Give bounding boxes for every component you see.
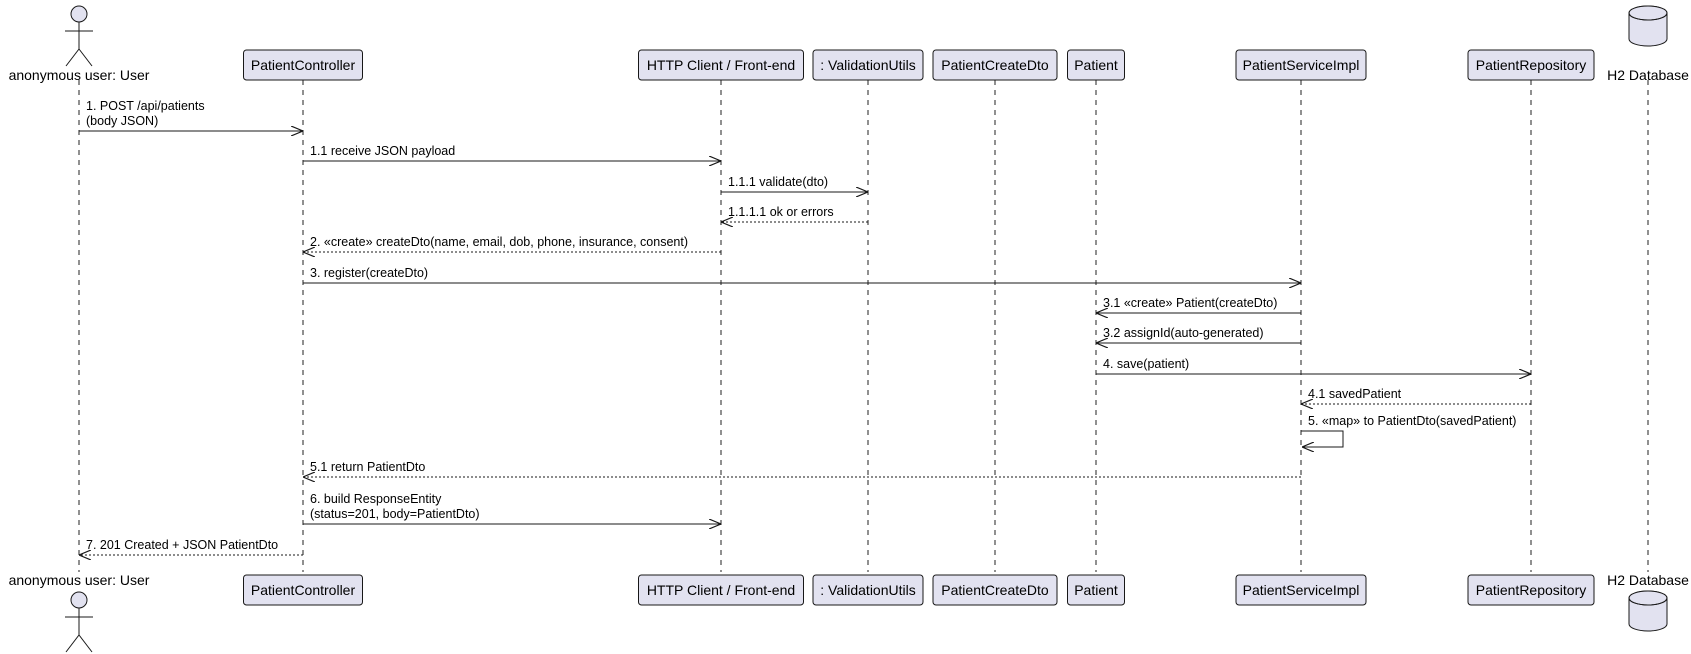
participant-box	[1067, 574, 1125, 606]
message-label: 1.1.1.1 ok or errors	[728, 205, 834, 219]
message-label: (status=201, body=PatientDto)	[310, 507, 480, 521]
participant-service-bottom: PatientServiceImpl	[1235, 574, 1367, 606]
database-icon	[1628, 590, 1668, 632]
message-6: 3. register(createDto)	[303, 266, 1300, 283]
message-label: 2. «create» createDto(name, email, dob, …	[310, 235, 688, 249]
message-label: 6. build ResponseEntity	[310, 492, 442, 506]
participant-label: PatientCreateDto	[941, 57, 1049, 73]
database-icon	[1628, 5, 1668, 47]
participant-label: : ValidationUtils	[820, 57, 915, 73]
message-9: 4. save(patient)	[1096, 357, 1530, 374]
participant-box	[812, 574, 924, 606]
participant-user-top: anonymous user: User	[9, 5, 150, 83]
message-label: (body JSON)	[86, 114, 158, 128]
participant-box	[1467, 49, 1595, 81]
message-label: 3. register(createDto)	[310, 266, 428, 280]
participant-h2-top: H2 Database	[1607, 5, 1689, 83]
message-13: 6. build ResponseEntity(status=201, body…	[303, 492, 720, 524]
participant-label: PatientRepository	[1476, 582, 1587, 598]
participant-label: H2 Database	[1607, 572, 1689, 588]
message-label: 1.1 receive JSON payload	[310, 144, 455, 158]
participant-validation-top: : ValidationUtils	[812, 49, 924, 81]
participant-box	[1067, 49, 1125, 81]
participant-box	[638, 49, 804, 81]
participant-box	[638, 574, 804, 606]
participant-http-top: HTTP Client / Front-end	[638, 49, 804, 81]
participant-box	[243, 49, 363, 81]
actor-icon	[65, 5, 93, 67]
message-label: 7. 201 Created + JSON PatientDto	[86, 538, 278, 552]
message-12: 5.1 return PatientDto	[304, 460, 1301, 477]
message-label: 1. POST /api/patients	[86, 99, 205, 113]
participant-label: Patient	[1074, 582, 1118, 598]
message-8: 3.2 assignId(auto-generated)	[1097, 326, 1301, 343]
message-2: 1.1 receive JSON payload	[303, 144, 720, 161]
message-label: 1.1.1 validate(dto)	[728, 175, 828, 189]
participant-box	[1467, 574, 1595, 606]
actor-icon	[65, 591, 93, 653]
participant-patient-bottom: Patient	[1067, 574, 1125, 606]
participant-service-top: PatientServiceImpl	[1235, 49, 1367, 81]
participant-label: HTTP Client / Front-end	[647, 582, 795, 598]
participant-label: PatientServiceImpl	[1243, 57, 1360, 73]
participant-box	[812, 49, 924, 81]
participant-label: H2 Database	[1607, 67, 1689, 83]
participant-box	[932, 49, 1058, 81]
participant-createdto-bottom: PatientCreateDto	[932, 574, 1058, 606]
message-1: 1. POST /api/patients(body JSON)	[79, 99, 302, 131]
participant-label: PatientServiceImpl	[1243, 582, 1360, 598]
participant-label: Patient	[1074, 57, 1118, 73]
message-label: 3.1 «create» Patient(createDto)	[1103, 296, 1277, 310]
participant-label: : ValidationUtils	[820, 582, 915, 598]
message-3: 1.1.1 validate(dto)	[721, 175, 867, 192]
participant-http-bottom: HTTP Client / Front-end	[638, 574, 804, 606]
message-label: 5.1 return PatientDto	[310, 460, 425, 474]
message-5: 2. «create» createDto(name, email, dob, …	[304, 235, 721, 252]
participant-label: PatientController	[251, 57, 356, 73]
message-14: 7. 201 Created + JSON PatientDto	[80, 538, 303, 555]
message-7: 3.1 «create» Patient(createDto)	[1097, 296, 1301, 313]
participant-box	[243, 574, 363, 606]
participant-box	[1235, 49, 1367, 81]
participant-label: anonymous user: User	[9, 572, 150, 588]
message-label: 5. «map» to PatientDto(savedPatient)	[1308, 414, 1516, 428]
participant-label: HTTP Client / Front-end	[647, 57, 795, 73]
participant-label: PatientController	[251, 582, 356, 598]
participant-patient-top: Patient	[1067, 49, 1125, 81]
message-10: 4.1 savedPatient	[1302, 387, 1531, 404]
participant-createdto-top: PatientCreateDto	[932, 49, 1058, 81]
participant-validation-bottom: : ValidationUtils	[812, 574, 924, 606]
message-label: 3.2 assignId(auto-generated)	[1103, 326, 1264, 340]
participant-box	[1235, 574, 1367, 606]
participant-repository-top: PatientRepository	[1467, 49, 1595, 81]
message-label: 4.1 savedPatient	[1308, 387, 1402, 401]
message-4: 1.1.1.1 ok or errors	[722, 205, 868, 222]
participant-h2-bottom: H2 Database	[1607, 572, 1689, 632]
message-arrow	[1301, 430, 1344, 447]
message-label: 4. save(patient)	[1103, 357, 1189, 371]
participant-user-bottom: anonymous user: User	[9, 572, 150, 653]
participant-box	[932, 574, 1058, 606]
participant-controller-top: PatientController	[243, 49, 363, 81]
participant-repository-bottom: PatientRepository	[1467, 574, 1595, 606]
message-11: 5. «map» to PatientDto(savedPatient)	[1301, 414, 1516, 447]
participant-label: anonymous user: User	[9, 67, 150, 83]
participant-controller-bottom: PatientController	[243, 574, 363, 606]
participant-label: PatientCreateDto	[941, 582, 1049, 598]
participant-label: PatientRepository	[1476, 57, 1587, 73]
